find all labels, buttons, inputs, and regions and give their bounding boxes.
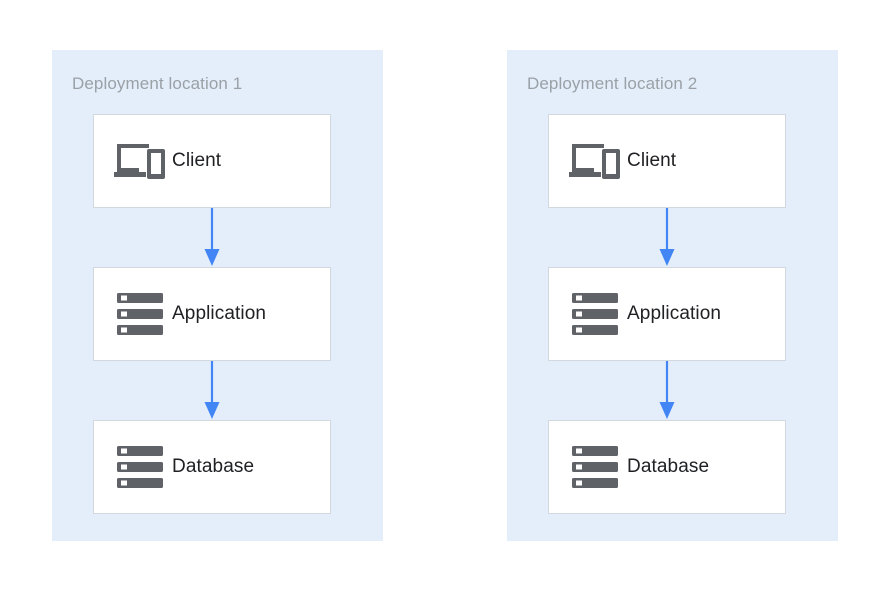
server-rack-icon <box>108 446 172 488</box>
deployment-location-1-client-to-application-arrow <box>203 208 221 267</box>
deployment-location-2-database-node[interactable]: Database <box>548 420 786 514</box>
deployment-location-2-database-label: Database <box>627 456 710 477</box>
deployment-location-1-title: Deployment location 1 <box>72 74 243 93</box>
deployment-location-2-zone: Deployment location 2 Client <box>507 50 838 541</box>
devices-icon <box>563 141 627 181</box>
deployment-location-2-application-label: Application <box>627 303 722 324</box>
deployment-location-1-application-label: Application <box>172 303 267 324</box>
server-rack-icon <box>108 293 172 335</box>
devices-icon <box>108 141 172 181</box>
deployment-location-2-application-node[interactable]: Application <box>548 267 786 361</box>
server-rack-icon <box>563 446 627 488</box>
server-rack-icon <box>563 293 627 335</box>
deployment-location-2-client-node[interactable]: Client <box>548 114 786 208</box>
deployment-location-1-application-node[interactable]: Application <box>93 267 331 361</box>
deployment-location-2-client-label: Client <box>627 150 677 171</box>
deployment-location-1-zone: Deployment location 1 Client <box>52 50 383 541</box>
deployment-location-2-title: Deployment location 2 <box>527 74 698 93</box>
deployment-location-2-application-to-database-arrow <box>658 361 676 420</box>
deployment-location-1-database-label: Database <box>172 456 255 477</box>
deployment-location-1-client-node[interactable]: Client <box>93 114 331 208</box>
deployment-location-1-database-node[interactable]: Database <box>93 420 331 514</box>
deployment-location-2-client-to-application-arrow <box>658 208 676 267</box>
deployment-location-1-application-to-database-arrow <box>203 361 221 420</box>
deployment-location-1-client-label: Client <box>172 150 222 171</box>
